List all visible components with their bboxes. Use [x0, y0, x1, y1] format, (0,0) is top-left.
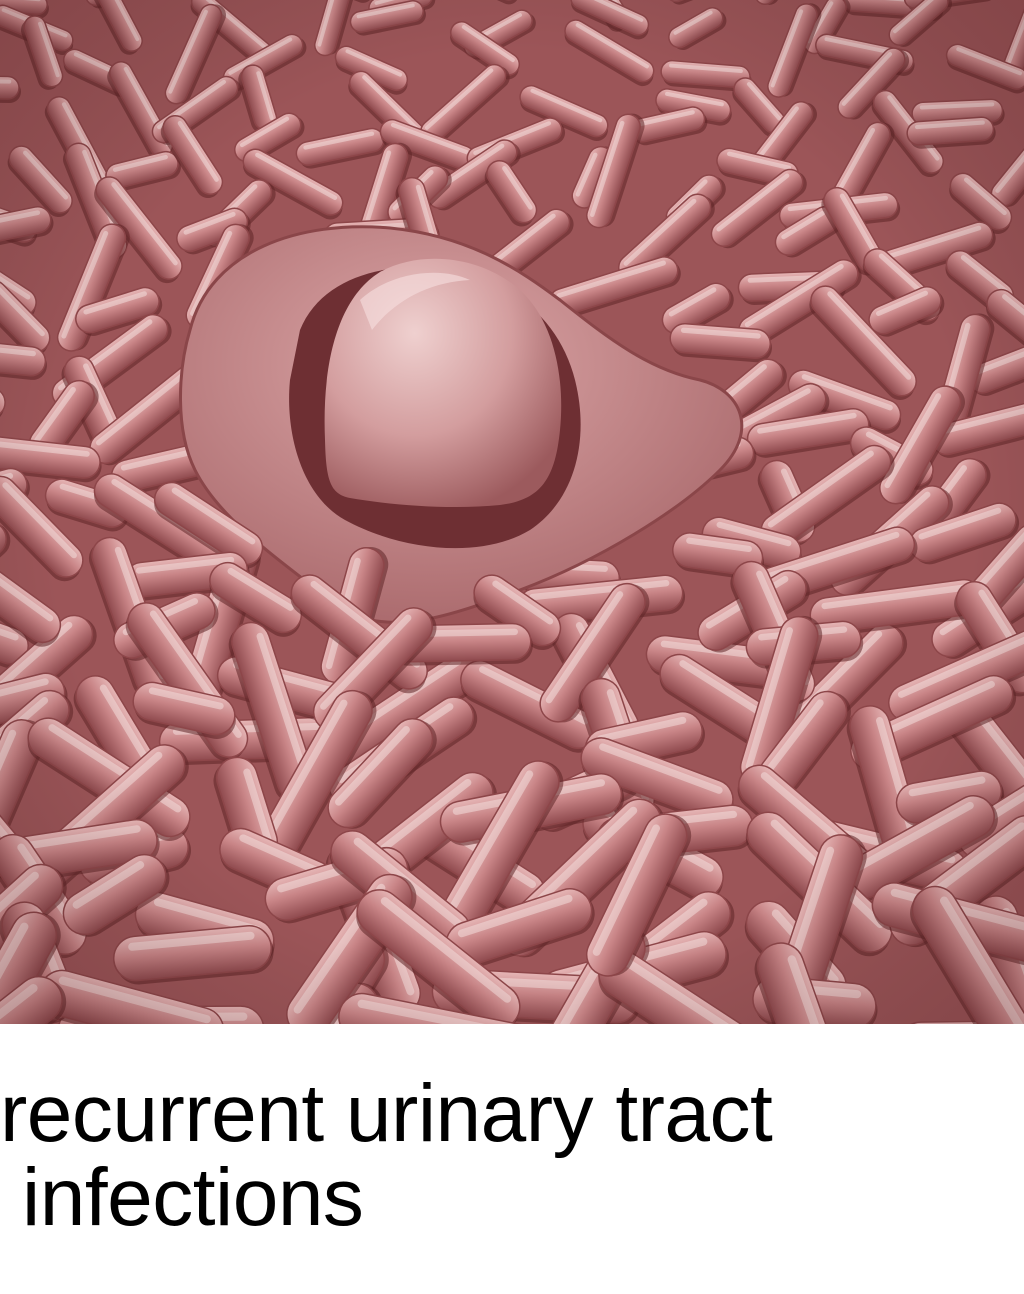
- caption-line-1: recurrent urinary tract: [0, 1068, 773, 1159]
- caption: recurrent urinary tract infections: [0, 1072, 1024, 1240]
- micrograph-vignette: [0, 0, 1024, 1024]
- micrograph-illustration: [0, 0, 1024, 1024]
- caption-line-2: infections: [22, 1152, 364, 1243]
- bacteria-micrograph: [0, 0, 1024, 1024]
